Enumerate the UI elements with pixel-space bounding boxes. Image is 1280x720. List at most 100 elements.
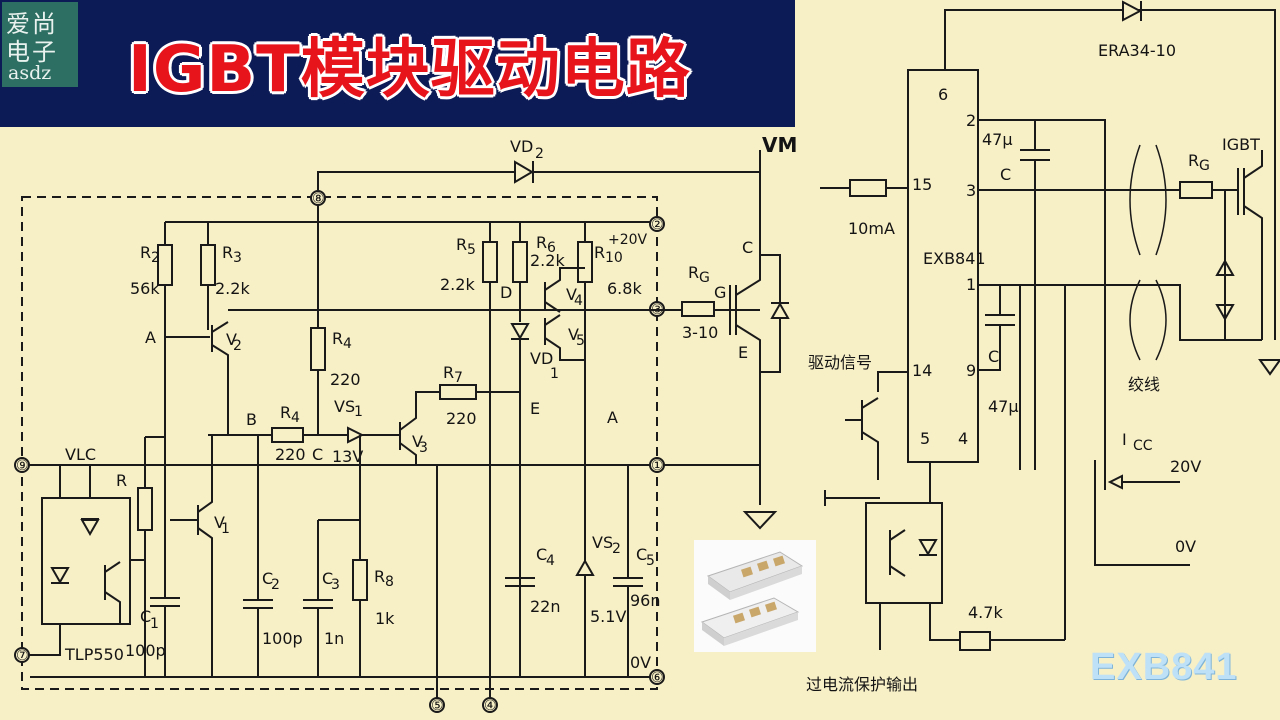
c1-label: C: [140, 607, 151, 626]
vd2-diode: [514, 160, 534, 184]
wire-0v: [1094, 460, 1190, 566]
twisted-label: 绞线: [1128, 375, 1160, 394]
ground-symbol-right: [1258, 359, 1280, 376]
protection-diode: [918, 539, 938, 557]
r2-sub: 2: [151, 250, 160, 266]
rg-right-label: R: [1188, 151, 1199, 170]
c5-label: C: [636, 545, 647, 564]
resistor-r: [137, 487, 153, 531]
resistor-r8: [352, 559, 368, 601]
ic-label: EXB841: [923, 249, 986, 268]
r7-sub: 7: [454, 370, 463, 386]
label-a2: A: [607, 408, 618, 427]
capacitor-c3: [303, 519, 360, 677]
r4-sub: 4: [343, 336, 352, 352]
vs2-value: 5.1V: [590, 607, 626, 626]
transistor-v5: [544, 314, 585, 361]
plus20-label: +20V: [608, 232, 648, 248]
cap-top-value: 47μ: [982, 130, 1013, 149]
capacitor-c4: [505, 465, 535, 677]
twisted-pair: [1129, 144, 1167, 361]
resistor-r9: [271, 427, 304, 443]
page-title: IGBT模块驱动电路: [128, 33, 691, 107]
v2-sub: 2: [233, 338, 242, 354]
wire-bottom-nodes: [436, 465, 491, 698]
v1-sub: 1: [221, 521, 230, 537]
r5-value: 2.2k: [440, 275, 475, 294]
node-2: [649, 216, 665, 232]
r6-value: 2.2k: [530, 251, 565, 270]
r10-sub: 10: [605, 250, 623, 266]
site-logo: 爱尚 电子 asdz: [2, 2, 78, 87]
r7-value: 220: [446, 409, 477, 428]
r3-value: 2.2k: [215, 279, 250, 298]
icc-sub: CC: [1133, 438, 1153, 454]
pin-14: 14: [912, 361, 932, 380]
c3-sub: 3: [331, 577, 340, 593]
vs1-zener: [347, 426, 365, 444]
logo-line-2: 电子: [6, 38, 58, 66]
v2-label: V: [226, 330, 237, 349]
vs2-label: VS: [592, 533, 613, 552]
vs1-sub: 1: [354, 404, 363, 420]
igbt-module-photo: [694, 540, 816, 652]
drive-signal-label: 驱动信号: [808, 353, 872, 372]
wire-pin1-down: [1019, 285, 1066, 640]
resistor-r5: [482, 241, 498, 283]
r6-sub: 6: [547, 240, 556, 256]
capacitor-c2: [243, 435, 273, 677]
logo-line-3: asdz: [8, 62, 52, 84]
label-a1: A: [145, 328, 156, 347]
ground-symbol-left: [742, 511, 778, 530]
r6-label: R: [536, 233, 547, 252]
protection-optocoupler: [865, 502, 943, 604]
v3-sub: 3: [419, 440, 428, 456]
wire-diode-loop: [944, 9, 1276, 340]
drive-transistor: [845, 371, 908, 480]
r9-value: 220: [275, 445, 306, 464]
r10-label: R: [594, 243, 605, 262]
resistor-r7: [439, 384, 477, 400]
v1-label: V: [214, 513, 225, 532]
resistor-rg: [681, 301, 715, 317]
era34-diode: [1122, 0, 1143, 22]
v5-sub: 5: [576, 333, 585, 349]
module-image-top: [706, 551, 804, 600]
node-6-label: ⑥: [651, 670, 664, 686]
r2-label: R: [140, 243, 151, 262]
node-5-label: ⑤: [431, 698, 444, 714]
wire-opto: [29, 464, 145, 656]
v0-label: 0V: [1175, 537, 1196, 556]
zero-v-label: 0V: [630, 653, 651, 672]
vs1-label: VS: [334, 397, 355, 416]
resistor-r6: [512, 241, 528, 283]
igbt-c-label: C: [742, 238, 753, 257]
arrow-icc-head: [1107, 474, 1123, 490]
c4-sub: 4: [546, 553, 555, 569]
icc-label: I: [1122, 430, 1127, 449]
pin-15: 15: [912, 175, 932, 194]
node-4-label: ④: [484, 698, 497, 714]
r3-sub: 3: [233, 250, 242, 266]
r10-value: 6.8k: [607, 279, 642, 298]
capacitor-top: [1020, 120, 1050, 470]
wire-pin1: [978, 284, 1225, 341]
c4-label: C: [536, 545, 547, 564]
vlc-label: VLC: [65, 445, 96, 464]
module-image-bottom: [700, 597, 800, 646]
node-1-label: ①: [651, 458, 664, 474]
cap-bot-c: C: [988, 347, 999, 366]
opto-led: [50, 567, 70, 585]
title-banner: [0, 0, 795, 127]
wire-pin2: [978, 119, 1106, 490]
c2-label: C: [262, 569, 273, 588]
transistor-v1: [170, 435, 213, 677]
r2-value: 56k: [130, 279, 160, 298]
r9-sub: 4: [291, 410, 300, 426]
freewheel-diode: [770, 301, 790, 319]
igbt-g-label: G: [714, 283, 726, 302]
pin-3: 3: [966, 181, 976, 200]
node-9-label: ⑨: [16, 458, 29, 474]
exb841-watermark: EXB841: [1090, 646, 1238, 688]
